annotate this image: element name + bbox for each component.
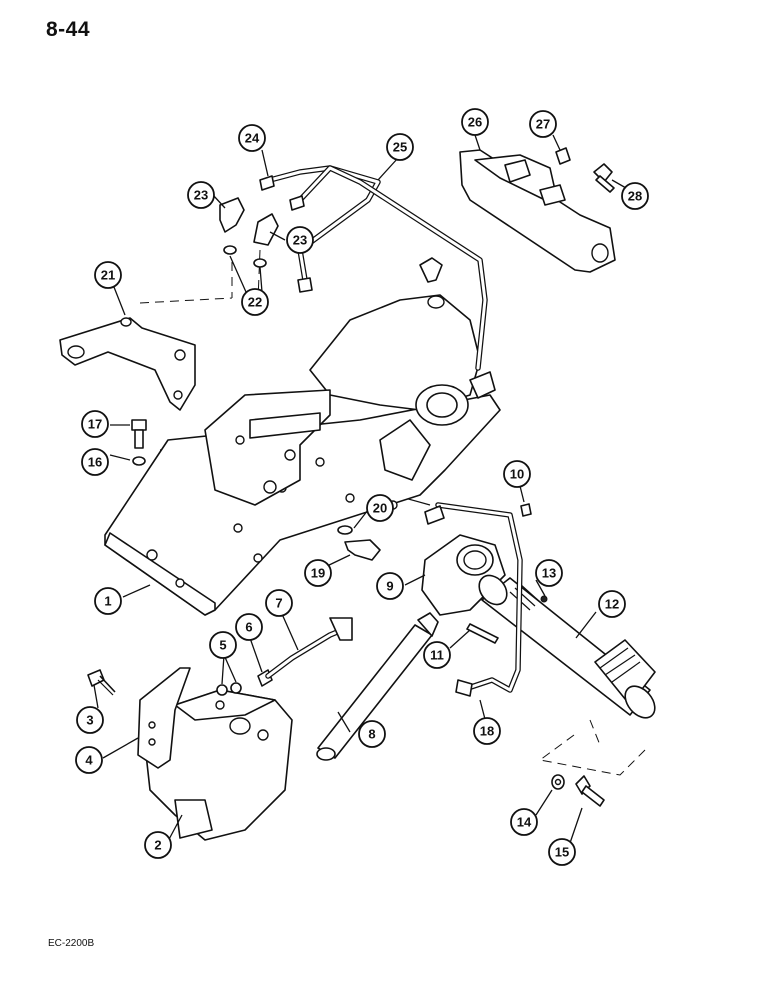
- svg-text:9: 9: [386, 579, 393, 594]
- svg-text:12: 12: [605, 597, 619, 612]
- document-code: EC-2200B: [48, 938, 95, 949]
- svg-text:16: 16: [88, 455, 102, 470]
- svg-text:6: 6: [245, 620, 252, 635]
- svg-text:3: 3: [86, 713, 93, 728]
- svg-text:25: 25: [393, 140, 407, 155]
- part-8-cross-shaft: [316, 612, 439, 761]
- svg-text:2: 2: [154, 838, 161, 853]
- part-15-bolt: [575, 775, 605, 807]
- part-27-pin: [555, 147, 571, 165]
- part-17-bolt: [131, 419, 147, 449]
- callout-12: 12: [598, 590, 626, 618]
- callout-1: 1: [94, 587, 122, 615]
- callout-16: 16: [81, 448, 109, 476]
- svg-text:11: 11: [430, 648, 444, 663]
- callout-9: 9: [376, 572, 404, 600]
- svg-text:5: 5: [219, 638, 226, 653]
- part-26-hitch-bracket: [459, 149, 616, 273]
- callout-5: 5: [209, 631, 237, 659]
- callout-25: 25: [386, 133, 414, 161]
- part-10-plug: [520, 503, 532, 517]
- part-11-pin: [466, 623, 499, 644]
- svg-text:21: 21: [101, 268, 115, 283]
- part-20-o-ring: [337, 525, 353, 535]
- callout-13: 13: [535, 559, 563, 587]
- control-valve-block: [204, 389, 331, 506]
- callout-19: 19: [304, 559, 332, 587]
- part-3-bolt: [87, 669, 116, 696]
- callout-24: 24: [238, 124, 266, 152]
- part-12-splined-shaft: [478, 574, 656, 719]
- part-6-7-pipe: [257, 617, 353, 687]
- part-19-elbow: [344, 539, 381, 561]
- callout-17: 17: [81, 410, 109, 438]
- svg-text:10: 10: [510, 467, 524, 482]
- svg-text:20: 20: [373, 501, 387, 516]
- svg-text:15: 15: [555, 845, 569, 860]
- page-number: 8-44: [46, 18, 91, 41]
- callout-3: 3: [76, 706, 104, 734]
- callout-14: 14: [510, 808, 538, 836]
- part-23-elbow-fittings: [219, 197, 279, 246]
- callout-7: 7: [265, 589, 293, 617]
- svg-text:14: 14: [517, 815, 532, 830]
- svg-text:22: 22: [248, 295, 262, 310]
- svg-text:19: 19: [311, 566, 325, 581]
- callout-21: 21: [94, 261, 122, 289]
- callout-23a: 23: [187, 181, 215, 209]
- svg-text:1: 1: [104, 594, 111, 609]
- svg-text:18: 18: [480, 724, 494, 739]
- callout-4: 4: [75, 746, 103, 774]
- svg-text:27: 27: [536, 117, 550, 132]
- callout-2: 2: [144, 831, 172, 859]
- callout-27: 27: [529, 110, 557, 138]
- part-21-support-bracket: [59, 317, 196, 411]
- svg-text:23: 23: [194, 188, 208, 203]
- svg-text:8: 8: [368, 727, 375, 742]
- callout-26: 26: [461, 108, 489, 136]
- callout-15: 15: [548, 838, 576, 866]
- part-2-valve-body: [144, 689, 293, 841]
- part-5-nuts: [216, 682, 242, 696]
- svg-text:23: 23: [293, 233, 307, 248]
- part-28-bolt: [593, 163, 615, 193]
- svg-text:17: 17: [88, 417, 102, 432]
- part-22-o-rings: [223, 245, 267, 268]
- svg-text:13: 13: [542, 566, 556, 581]
- part-18-pipe: [424, 502, 523, 697]
- part-13-key: [540, 595, 548, 603]
- part-16-washer: [132, 456, 146, 466]
- svg-text:26: 26: [468, 115, 482, 130]
- part-1-lift-cover-plate: [104, 257, 501, 616]
- callout-10: 10: [503, 460, 531, 488]
- svg-text:4: 4: [85, 753, 93, 768]
- svg-text:7: 7: [275, 596, 282, 611]
- callout-22: 22: [241, 288, 269, 316]
- callout-11: 11: [423, 641, 451, 669]
- callout-20: 20: [366, 494, 394, 522]
- svg-text:28: 28: [628, 189, 642, 204]
- part-14-washer: [551, 774, 565, 790]
- callout-18: 18: [473, 717, 501, 745]
- callout-23b: 23: [286, 226, 314, 254]
- callout-8: 8: [358, 720, 386, 748]
- callout-28: 28: [621, 182, 649, 210]
- callout-6: 6: [235, 613, 263, 641]
- svg-text:24: 24: [245, 131, 260, 146]
- part-4-bracket: [137, 667, 191, 769]
